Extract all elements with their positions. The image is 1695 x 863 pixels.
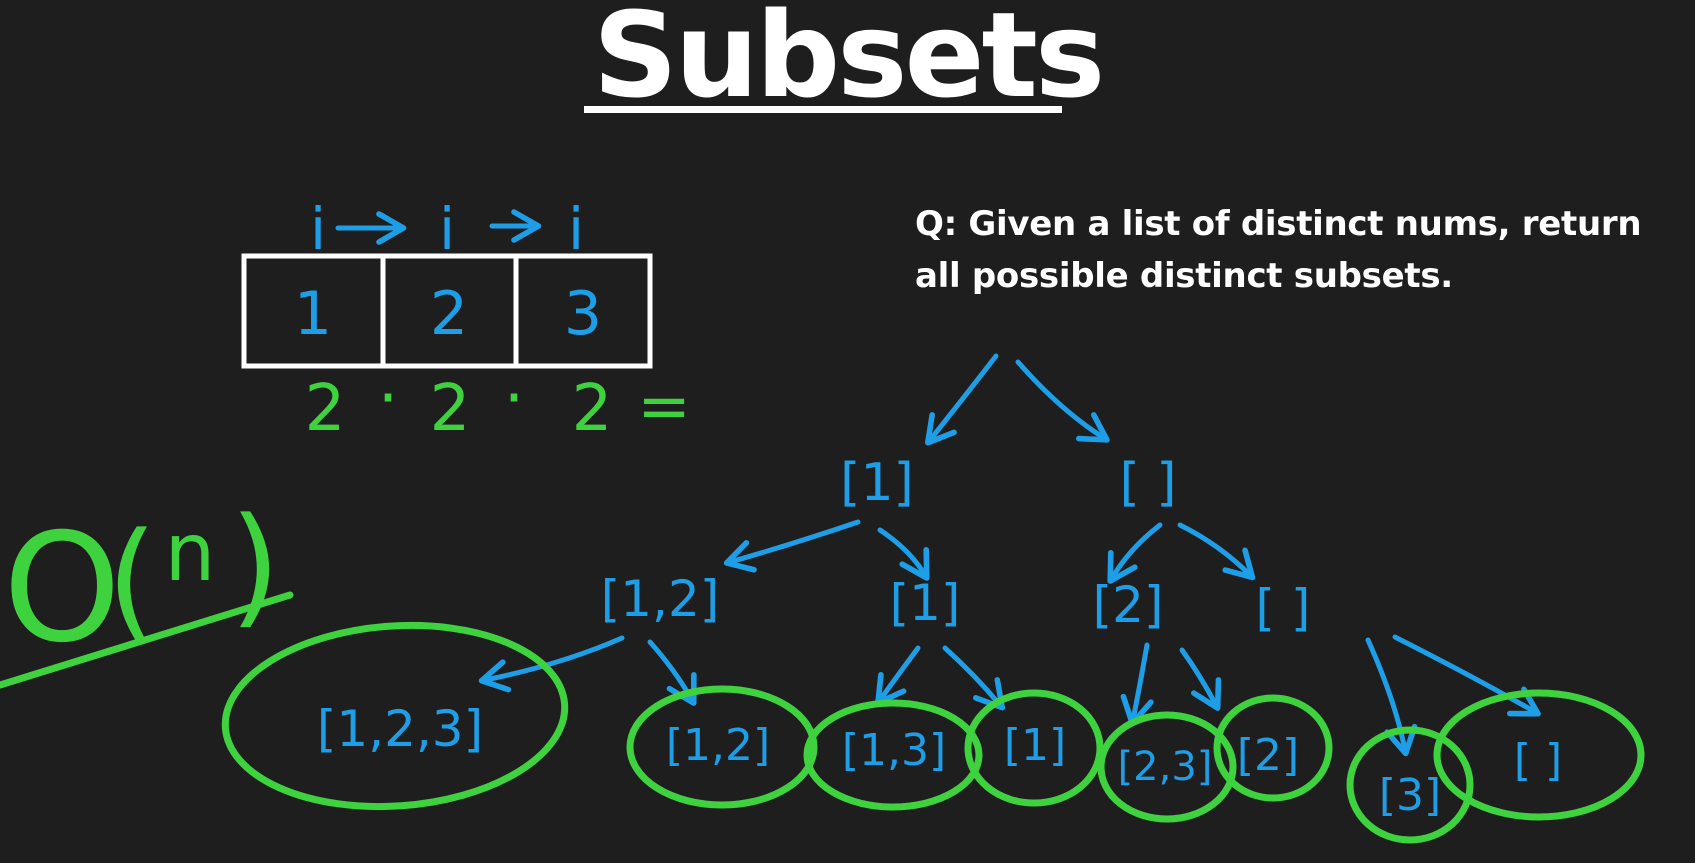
question-text: Q: Given a list of distinct nums, return… [915,204,1642,296]
complexity-paren: ( [107,504,158,656]
tree-arrow [1392,634,1541,717]
tree-arrow [942,645,1006,711]
leaf-circle [803,699,983,811]
leaf-circle [1213,694,1333,802]
complexity-variable: n [165,506,216,599]
tree-arrow [1179,647,1222,711]
title-underline [584,106,1062,113]
tree-arrow [875,645,921,706]
tree-leaf: [2,3] [1118,744,1213,790]
tree-arrow [1107,522,1163,584]
page-title: Subsets [592,0,1105,124]
tree-node-level2: [2] [1093,576,1164,634]
tree-arrow [1120,642,1154,727]
pointer-label: i [310,195,326,263]
leaf-circle [964,689,1104,807]
tree-arrow [478,635,625,693]
leaf-circle [1346,726,1474,844]
tree-leaf: [2] [1237,730,1299,781]
tree-leaf: [1,2,3] [317,700,483,758]
leaf-circle [1097,711,1237,823]
count-factor: 2 [430,372,471,446]
tree-leaf: [ ] [1514,735,1562,786]
tree-node-level2: [1] [890,574,961,632]
complexity-strike-line [0,591,294,689]
tree-arrow [877,527,930,581]
count-factor: 2 [305,372,346,446]
array-cell-value: 3 [564,279,602,349]
count-dot: · [378,362,398,436]
leaf-circle [1433,689,1645,821]
tree-leaf: [1,3] [842,725,946,776]
pointer-label: i [568,195,584,263]
array-boxes [241,253,653,369]
count-equals: = [637,370,691,444]
array-outline [241,253,653,369]
tree-arrow [723,519,861,573]
tree-arrow [1365,637,1418,757]
tree-node-level2: [1,2] [601,570,720,628]
tree-node-level1: [1] [840,453,914,513]
tree-arrow [1015,359,1110,443]
pointer-label: i [439,195,455,263]
tree-leaf: [1] [1004,720,1066,771]
leaf-circle [221,621,569,811]
tree-arrow [925,353,999,446]
array-cell-value: 1 [294,279,332,349]
count-dot: · [504,362,524,436]
tree-node-level1: [ ] [1119,453,1176,513]
leaf-circle [626,685,818,809]
complexity-letter: O [3,502,121,676]
tree-node-level2: [ ] [1256,579,1311,637]
tree-leaf: [3] [1379,770,1441,821]
tree-arrow [1177,522,1256,581]
count-factor: 2 [572,372,613,446]
array-cell-value: 2 [430,279,468,349]
complexity-paren: ) [230,489,281,641]
tree-leaf: [1,2] [666,720,770,771]
